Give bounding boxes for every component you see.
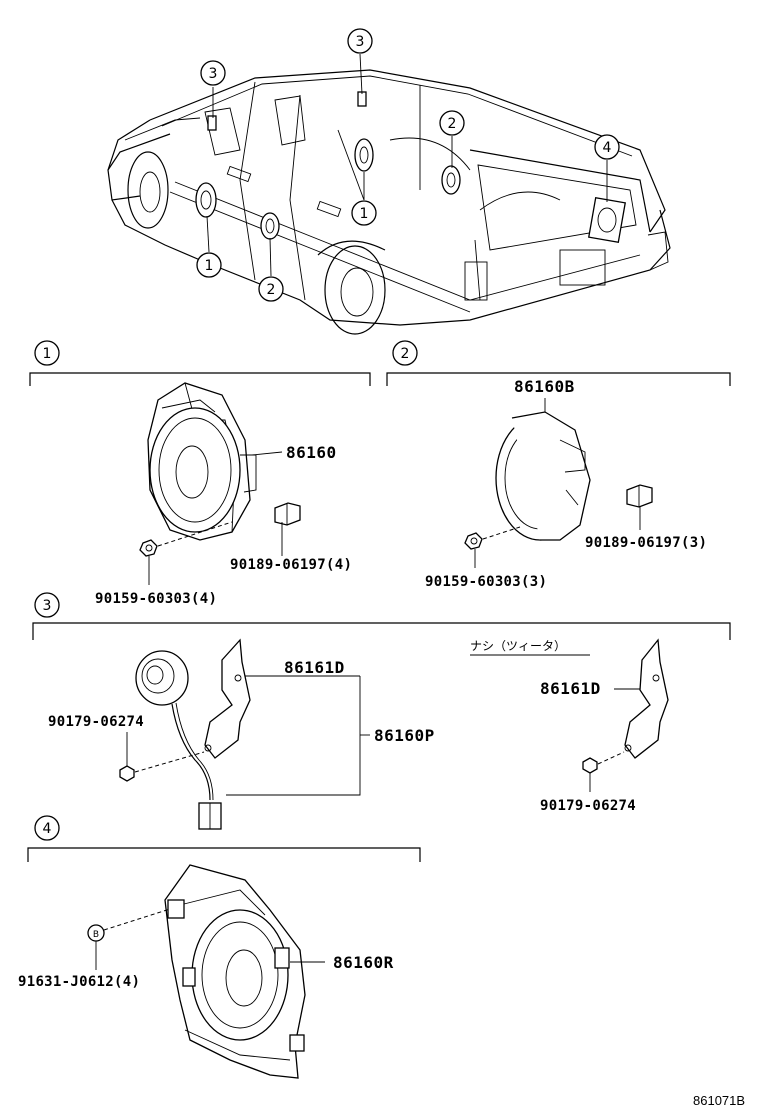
svg-text:2: 2	[448, 116, 457, 132]
vehicle-callout-leaders	[206, 53, 608, 277]
label-86160B: 86160B	[514, 377, 575, 396]
callout-4: 4	[594, 134, 620, 160]
vehicle-illustration	[107, 69, 671, 335]
svg-text:3: 3	[209, 66, 218, 82]
label-90189-06197-4: 90189-06197(4)	[230, 557, 352, 573]
svg-text:B: B	[93, 930, 99, 940]
label-90189-06197-3: 90189-06197(3)	[585, 535, 707, 551]
front-door-speaker-86160	[147, 382, 283, 541]
callout-1b: 1	[351, 200, 377, 226]
label-86160R: 86160R	[333, 953, 394, 972]
callout-1a: 1	[196, 252, 222, 278]
section-2-header: 2	[386, 340, 731, 386]
callout-2a: 2	[439, 110, 465, 136]
label-86160: 86160	[286, 443, 337, 462]
svg-text:2: 2	[401, 346, 410, 362]
svg-text:4: 4	[603, 140, 612, 156]
label-86160P: 86160P	[374, 726, 435, 745]
clip-90189-06197-s1	[274, 502, 301, 556]
label-86161D-alt: 86161D	[540, 679, 601, 698]
rear-speaker-86160R	[164, 864, 325, 1079]
screw-90159-60303-s1	[139, 521, 233, 585]
svg-text:3: 3	[356, 34, 365, 50]
callout-3b: 3	[347, 28, 373, 54]
clip-90189-06197-s2	[626, 484, 653, 530]
clip-91631-J0612: B	[87, 908, 171, 970]
label-90179-06274: 90179-06274	[48, 714, 144, 730]
tweeter-assembly	[135, 638, 360, 830]
svg-text:2: 2	[267, 282, 276, 298]
callout-2b: 2	[258, 276, 284, 302]
section-1-header: 1	[29, 340, 371, 386]
screw-90159-60303-s2	[464, 526, 521, 568]
bracket-86161D-alt	[614, 638, 669, 759]
label-91631-J0612-4: 91631-J0612(4)	[18, 974, 140, 990]
nut-90179-06274-alt	[582, 751, 625, 792]
svg-text:1: 1	[205, 258, 214, 274]
nut-90179-06274	[119, 732, 205, 782]
section-4-header: 4	[27, 815, 421, 862]
svg-text:4: 4	[43, 821, 52, 837]
svg-text:1: 1	[43, 346, 52, 362]
label-90159-60303-4: 90159-60303(4)	[95, 591, 217, 607]
assy-bracket-86160P	[226, 676, 370, 796]
svg-text:3: 3	[43, 598, 52, 614]
label-90179-06274-alt: 90179-06274	[540, 798, 636, 814]
svg-text:1: 1	[360, 206, 369, 222]
callout-3a: 3	[200, 60, 226, 86]
figure-id: 861071B	[693, 1093, 745, 1108]
label-86161D: 86161D	[284, 658, 345, 677]
section-3-header: 3	[32, 592, 731, 640]
rear-door-speaker-86160B	[495, 398, 591, 541]
label-90159-60303-3: 90159-60303(3)	[425, 574, 547, 590]
note-no-tweeter: ナシ（ツィータ）	[470, 639, 566, 653]
